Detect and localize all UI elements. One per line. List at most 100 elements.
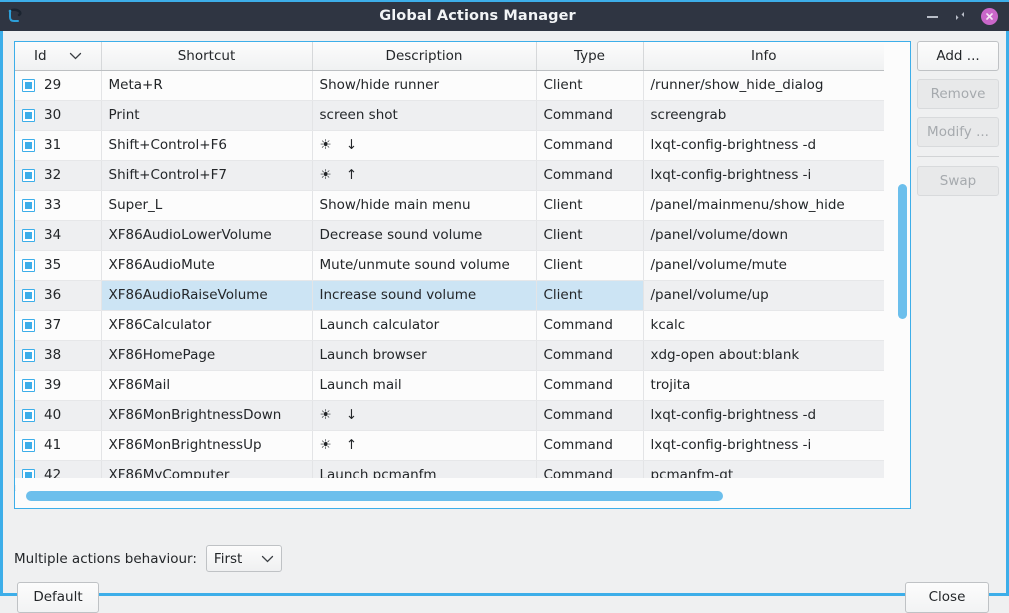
cell-shortcut: XF86Mail	[101, 370, 313, 401]
row-checkbox[interactable]	[22, 138, 35, 152]
row-checkbox[interactable]	[22, 318, 35, 332]
cell-type: Command	[536, 340, 644, 371]
row-checkbox[interactable]	[22, 228, 35, 242]
row-checkbox[interactable]	[22, 198, 35, 212]
close-icon[interactable]	[981, 8, 998, 25]
close-button[interactable]: Close	[905, 582, 989, 613]
column-header-description[interactable]: Description	[312, 42, 537, 71]
cell-description: Decrease sound volume	[312, 220, 537, 251]
cell-description: Show/hide runner	[312, 70, 537, 101]
cell-id-value: 36	[44, 287, 62, 303]
default-button[interactable]: Default	[17, 582, 99, 613]
cell-id: 36	[15, 280, 102, 311]
cell-info: /runner/show_hide_dialog	[643, 70, 884, 101]
cell-id-value: 33	[44, 197, 62, 213]
cell-info: /panel/volume/up	[643, 280, 884, 311]
column-header-type[interactable]: Type	[536, 42, 644, 71]
row-checkbox[interactable]	[22, 438, 35, 452]
cell-id-value: 32	[44, 167, 62, 183]
cell-description: Mute/unmute sound volume	[312, 250, 537, 281]
swap-button[interactable]: Swap	[917, 166, 999, 196]
add-button[interactable]: Add ...	[917, 41, 999, 71]
behaviour-select-value: First	[213, 550, 243, 567]
row-checkbox[interactable]	[22, 348, 35, 362]
row-checkbox[interactable]	[22, 408, 35, 422]
cell-id-value: 41	[44, 437, 62, 453]
vertical-scrollbar[interactable]	[895, 71, 909, 508]
row-checkbox[interactable]	[22, 168, 35, 182]
horizontal-scrollbar-thumb[interactable]	[26, 491, 723, 501]
cell-id: 41	[15, 430, 102, 461]
multiple-actions-behaviour-row: Multiple actions behaviour: First	[14, 545, 282, 572]
actions-table-viewport[interactable]: Id Shortcut Description Type In	[15, 42, 910, 508]
cell-id: 30	[15, 100, 102, 131]
cell-type: Command	[536, 400, 644, 431]
cell-info: lxqt-config-brightness -d	[643, 130, 884, 161]
remove-button[interactable]: Remove	[917, 79, 999, 109]
cell-id-value: 38	[44, 347, 62, 363]
behaviour-select[interactable]: First	[205, 545, 282, 572]
maximize-icon[interactable]	[953, 9, 968, 24]
row-checkbox[interactable]	[22, 258, 35, 272]
column-header-id[interactable]: Id	[15, 42, 102, 71]
row-checkbox[interactable]	[22, 108, 35, 122]
cell-description: ☀ ↓	[312, 130, 537, 161]
cell-info: /panel/mainmenu/show_hide	[643, 190, 884, 221]
cell-id: 35	[15, 250, 102, 281]
cell-id: 40	[15, 400, 102, 431]
window-titlebar[interactable]: Global Actions Manager	[0, 0, 1009, 31]
button-separator	[917, 156, 999, 157]
cell-description: ☀ ↓	[312, 400, 537, 431]
row-checkbox[interactable]	[22, 78, 35, 92]
cell-type: Command	[536, 370, 644, 401]
minimize-icon[interactable]	[925, 9, 940, 24]
cell-info: lxqt-config-brightness -d	[643, 400, 884, 431]
cell-info: lxqt-config-brightness -i	[643, 430, 884, 461]
grid-bottom-filler	[15, 478, 894, 485]
cell-id-value: 29	[44, 77, 62, 93]
row-checkbox[interactable]	[22, 288, 35, 302]
actions-table: Id Shortcut Description Type In	[15, 42, 884, 491]
cell-id-value: 31	[44, 137, 62, 153]
cell-type: Client	[536, 220, 644, 251]
cell-description: screen shot	[312, 100, 537, 131]
row-checkbox[interactable]	[22, 378, 35, 392]
column-header-id-label: Id	[33, 47, 47, 64]
cell-shortcut: Meta+R	[101, 70, 313, 101]
cell-info: trojita	[643, 370, 884, 401]
cell-id-value: 37	[44, 317, 62, 333]
cell-shortcut: XF86HomePage	[101, 340, 313, 371]
cell-description: Increase sound volume	[312, 280, 537, 311]
dialog-body: Id Shortcut Description Type In	[3, 31, 1006, 613]
action-buttons-panel: Add ... Remove Modify ... Swap	[917, 41, 999, 196]
cell-info: kcalc	[643, 310, 884, 341]
horizontal-scrollbar[interactable]	[16, 485, 895, 507]
cell-type: Command	[536, 310, 644, 341]
modify-button[interactable]: Modify ...	[917, 117, 999, 147]
cell-type: Client	[536, 280, 644, 311]
cell-id-value: 35	[44, 257, 62, 273]
vertical-scrollbar-thumb[interactable]	[898, 184, 907, 319]
cell-shortcut: XF86AudioMute	[101, 250, 313, 281]
cell-shortcut: XF86AudioRaiseVolume	[101, 280, 313, 311]
column-header-shortcut[interactable]: Shortcut	[101, 42, 313, 71]
column-header-info[interactable]: Info	[643, 42, 884, 71]
cell-shortcut: XF86MonBrightnessDown	[101, 400, 313, 431]
cell-id-value: 30	[44, 107, 62, 123]
window-title: Global Actions Manager	[379, 8, 576, 24]
cell-id-value: 34	[44, 227, 62, 243]
